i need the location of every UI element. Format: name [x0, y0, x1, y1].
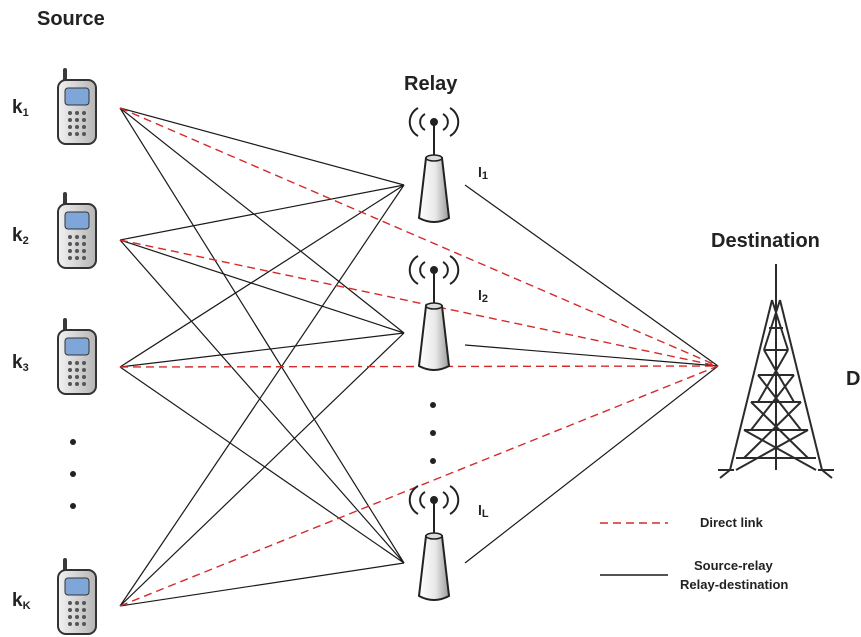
- source-label-k1: k1: [12, 97, 29, 119]
- direct-link-k1-D: [119, 107, 719, 367]
- transmission-tower-icon: [718, 264, 834, 479]
- relay-antenna-icon: [417, 532, 451, 601]
- source-title: Source: [37, 8, 105, 30]
- source-relay-links: [119, 107, 405, 607]
- link-k2-l1: [119, 184, 405, 241]
- link-l1-D: [464, 184, 719, 367]
- link-k1-lL: [119, 107, 405, 564]
- relay-lL: [408, 485, 460, 601]
- relay-l1: [408, 107, 460, 223]
- destination-title: Destination: [711, 230, 820, 252]
- link-kK-lL: [119, 562, 405, 607]
- relay-label-lL: lL: [478, 502, 489, 520]
- relay-antenna-icon: [417, 302, 451, 371]
- radio-waves-icon: [408, 485, 460, 536]
- relay-l2: [408, 255, 460, 371]
- radio-waves-icon: [408, 107, 460, 158]
- source-phone-k3: [57, 318, 97, 395]
- mobile-phone-icon: [57, 558, 97, 635]
- destination-node-label: D: [846, 368, 860, 390]
- relay-title: Relay: [404, 73, 458, 95]
- legend-solid-label-1: Source-relay: [694, 558, 774, 573]
- source-label-k3: k3: [12, 352, 29, 374]
- link-lL-D: [464, 365, 719, 564]
- source-phone-k2: [57, 192, 97, 269]
- mobile-phone-icon: [57, 318, 97, 395]
- legend-direct-label: Direct link: [700, 515, 764, 530]
- link-kK-l1: [119, 184, 405, 607]
- link-k3-l1: [119, 184, 405, 368]
- source-label-kK: kK: [12, 590, 31, 612]
- link-k1-l2: [119, 107, 405, 334]
- link-k2-l2: [119, 239, 405, 334]
- legend: Direct link Source-relay Relay-destinati…: [600, 515, 788, 592]
- link-k2-lL: [119, 239, 405, 564]
- relay-ellipsis: [430, 402, 436, 464]
- link-k1-l1: [119, 107, 405, 186]
- link-l2-D: [464, 344, 719, 367]
- legend-solid-label-2: Relay-destination: [680, 577, 788, 592]
- source-ellipsis: [70, 439, 76, 509]
- link-kK-l2: [119, 332, 405, 607]
- mobile-phone-icon: [57, 192, 97, 269]
- relay-label-l2: l2: [478, 287, 488, 305]
- mobile-phone-icon: [57, 68, 97, 145]
- relay-label-l1: l1: [478, 164, 488, 182]
- source-phone-k1: [57, 68, 97, 145]
- radio-waves-icon: [408, 255, 460, 306]
- direct-links: [119, 107, 719, 607]
- link-k3-l2: [119, 332, 405, 368]
- relay-antenna-icon: [417, 154, 451, 223]
- direct-link-k2-D: [119, 239, 719, 367]
- link-k3-lL: [119, 366, 405, 564]
- source-phone-kK: [57, 558, 97, 635]
- relay-destination-links: [464, 184, 719, 564]
- source-label-k2: k2: [12, 225, 29, 247]
- direct-link-kK-D: [119, 365, 719, 607]
